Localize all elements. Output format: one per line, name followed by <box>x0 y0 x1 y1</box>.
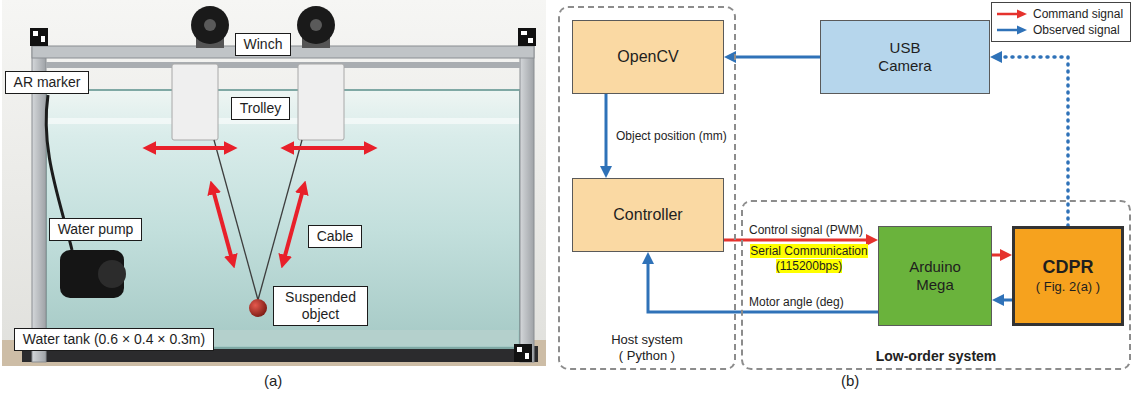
signal-arrow <box>992 249 1012 261</box>
arrow-head <box>990 51 1002 63</box>
signal-line <box>734 56 820 59</box>
signal-line <box>648 262 878 312</box>
callout-label: Suspended object <box>273 286 368 326</box>
camera-box: USB Camera <box>820 20 990 94</box>
arrow-head <box>600 166 612 178</box>
process-box: OpenCV <box>572 20 724 94</box>
legend-box: Command signalObserved signal <box>991 2 1131 42</box>
legend-row: Command signal <box>997 6 1123 22</box>
node-text: Water tank (0.6 × 0.4 × 0.3m) <box>23 331 205 348</box>
panel-caption: (b) <box>841 372 859 390</box>
callout-label: Cable <box>308 225 362 248</box>
node-text: OpenCV <box>617 48 678 66</box>
photo-background <box>2 0 546 366</box>
water-pump-symbol <box>46 95 126 298</box>
node-text: USB Camera <box>874 39 936 75</box>
suspended-object-symbol <box>249 299 267 317</box>
signal-line <box>605 94 608 168</box>
panel-caption: (a) <box>264 372 282 390</box>
node-text: Arduino Mega <box>904 258 966 294</box>
signal-note: Serial Communication (115200bps) <box>747 244 871 274</box>
node-text: ( Fig. 2(a) ) <box>1036 278 1100 296</box>
callout-label: Water tank (0.6 × 0.4 × 0.3m) <box>14 328 214 351</box>
node-text: Trolley <box>240 100 282 117</box>
microcontroller-box: Arduino Mega <box>878 226 992 326</box>
signal-line <box>724 239 868 242</box>
signal-arrow <box>724 51 820 63</box>
legend-text: Observed signal <box>1033 22 1120 38</box>
signal-arrow <box>992 294 1012 306</box>
system-group: Host system ( Python ) OpenCV Controller <box>558 6 736 370</box>
arrow-head <box>642 252 654 264</box>
legend-row: Observed signal <box>997 22 1123 38</box>
callout-label: Winch <box>235 33 291 56</box>
signal-arrow <box>600 94 612 178</box>
cable-symbol <box>214 140 302 300</box>
callout-label: Trolley <box>231 97 290 120</box>
node-text: CDPR <box>1042 256 1093 278</box>
panel-caption-text: (b) <box>841 372 859 389</box>
water-tank <box>46 90 520 348</box>
signal-label: Control signal (PWM) <box>747 223 865 237</box>
robot-box: CDPR( Fig. 2(a) ) <box>1012 226 1124 326</box>
legend-text: Command signal <box>1033 6 1123 22</box>
aluminium-frame <box>32 46 534 362</box>
node-text: Low-order system <box>876 348 997 364</box>
node-text: Cable <box>317 228 354 245</box>
signal-label: Motor angle (deg) <box>747 295 846 309</box>
trolley-symbol <box>172 64 344 140</box>
node-text: Suspended object <box>282 289 360 323</box>
arrow-head <box>1000 249 1012 261</box>
callout-label: Water pump <box>49 218 142 241</box>
callout-label: AR marker <box>5 71 89 94</box>
arrow-head <box>992 294 1004 306</box>
process-box: Controller <box>572 178 724 252</box>
motion-arrows <box>148 148 372 263</box>
legend-arrow <box>997 25 1027 35</box>
node-text: Controller <box>613 206 682 224</box>
ar-marker-symbol <box>30 28 536 362</box>
node-text: Host system ( Python ) <box>609 332 685 364</box>
node-text: AR marker <box>14 74 81 91</box>
signal-label: Object position (mm) <box>614 129 729 143</box>
node-text: Water pump <box>58 221 134 238</box>
signal-arrow <box>642 252 878 312</box>
panel-caption-text: (a) <box>264 372 282 389</box>
legend-arrow <box>997 9 1027 19</box>
signal-note-text: Serial Communication (115200bps) <box>750 244 867 273</box>
node-text: Winch <box>244 36 283 53</box>
